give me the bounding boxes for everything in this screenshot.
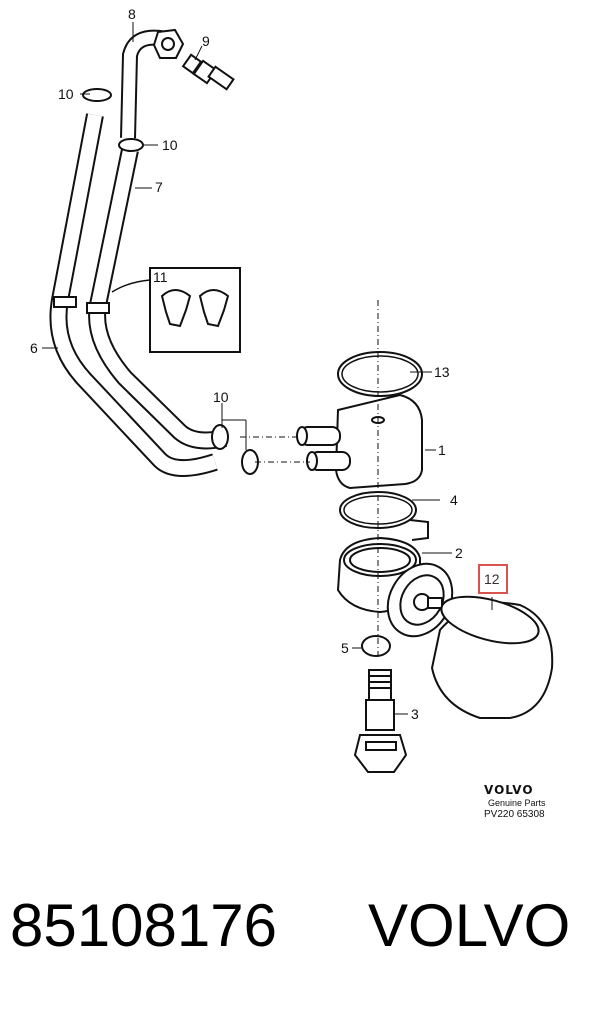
callout-8: 8: [128, 6, 136, 22]
exploded-parts-diagram: 8 9 10 10 7 11 6 13 10 1 4 2 12 5 3: [30, 6, 554, 773]
manufacturer-name: VOLVO: [368, 892, 571, 959]
callout-10-upper-right: 10: [162, 137, 178, 153]
clamp-10-upper-right: [118, 138, 144, 152]
callout-6: 6: [30, 340, 38, 356]
part-number: 85108176: [10, 892, 277, 959]
callout-7: 7: [155, 179, 163, 195]
oil-cooler-housing-1: [296, 393, 423, 490]
oil-filter-12: [430, 595, 554, 719]
filter-flange: [386, 562, 454, 638]
clamp-10-upper-left: [82, 88, 112, 102]
brand-logo: VOLVO: [484, 783, 534, 797]
o-ring-13: [337, 351, 423, 397]
inset-box-11: [111, 267, 241, 353]
fitting-9: [181, 53, 235, 91]
callout-11: 11: [153, 269, 168, 285]
nipple-3: [353, 669, 408, 773]
clamp-10-lower-top: [211, 424, 229, 450]
callout-13: 13: [434, 364, 450, 380]
highlight-box-12: [478, 564, 508, 594]
callout-12: 12: [484, 571, 500, 587]
callout-4: 4: [450, 492, 458, 508]
callout-9: 9: [202, 33, 210, 49]
callout-5: 5: [341, 640, 349, 656]
brand-tagline: Genuine Parts: [488, 798, 546, 808]
callout-1: 1: [438, 442, 446, 458]
diagram-reference: PV220 65308: [484, 809, 545, 820]
callout-2: 2: [455, 545, 463, 561]
footer: [0, 850, 602, 1018]
seal-ring-5: [361, 635, 391, 657]
callout-3: 3: [411, 706, 419, 722]
callout-10-upper-left: 10: [58, 86, 74, 102]
callout-10-lower: 10: [213, 389, 229, 405]
